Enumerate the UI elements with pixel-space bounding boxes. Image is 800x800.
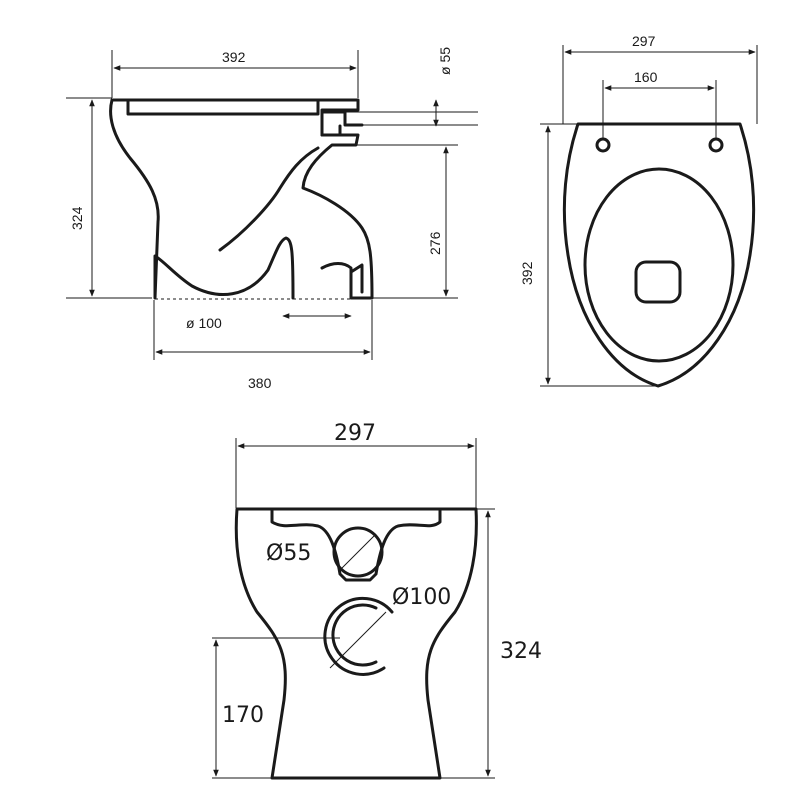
rear-upper-recess [270,508,442,582]
side-bowl-outline [110,98,374,300]
rear-width-label: 297 [334,421,376,446]
rear-inlet-hole [332,526,384,578]
side-trap-inner [218,146,320,252]
side-view: 392 324 ø 55 276 ø 100 380 [66,47,478,391]
rear-outlet-inner [331,603,378,667]
top-view: 297 160 392 [519,33,758,388]
top-drain [634,260,682,304]
side-bowl-front [109,98,295,300]
rear-outlet-hole [323,596,394,676]
side-seat-plate [126,98,320,116]
top-hinge-left [595,137,611,153]
top-length-label: 392 [519,261,535,285]
top-hinge-right [708,137,724,153]
top-bowl-rim [562,122,756,388]
rear-height-label: 324 [500,639,542,664]
rear-outlet-height-label: 170 [222,703,264,728]
side-outlet-diameter-label: ø 55 [437,47,453,75]
side-height-label: 324 [69,206,85,230]
side-depth-label: 380 [248,375,272,391]
side-outlet-height-label: 276 [427,231,443,255]
side-outlet-pipe [320,110,364,137]
rear-inlet-diameter-label: Ø55 [266,541,311,566]
rear-outlet-diameter-label: Ø100 [392,585,451,610]
side-top-width-label: 392 [222,49,246,65]
top-hinge-spacing-label: 160 [634,69,658,85]
side-base-hole-label: ø 100 [186,315,222,331]
top-width-label: 297 [632,33,656,49]
rear-view: 297 324 170 Ø55 Ø100 [212,421,542,780]
top-bowl-inner [583,167,735,363]
